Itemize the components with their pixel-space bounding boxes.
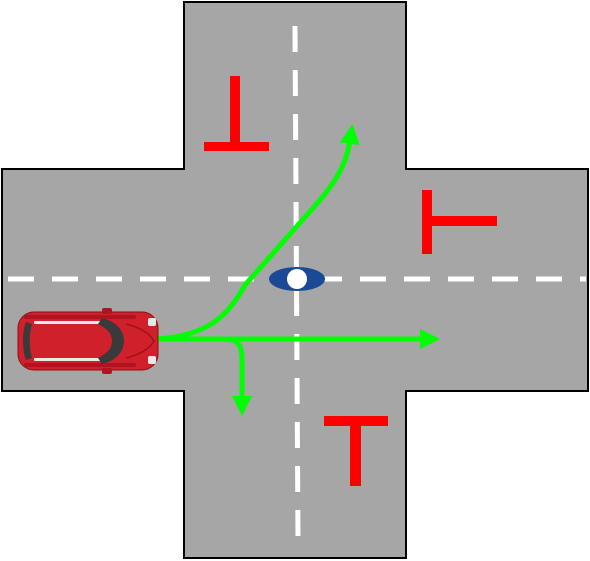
right-turn-arrow <box>224 336 252 416</box>
t-sign-right <box>422 190 497 254</box>
t-sign-bottom <box>324 416 388 486</box>
eye-marker-icon <box>269 267 325 291</box>
t-sign-top-left <box>204 76 269 151</box>
left-turn-arrow <box>157 124 360 342</box>
red-car-topdown-icon <box>17 308 159 374</box>
